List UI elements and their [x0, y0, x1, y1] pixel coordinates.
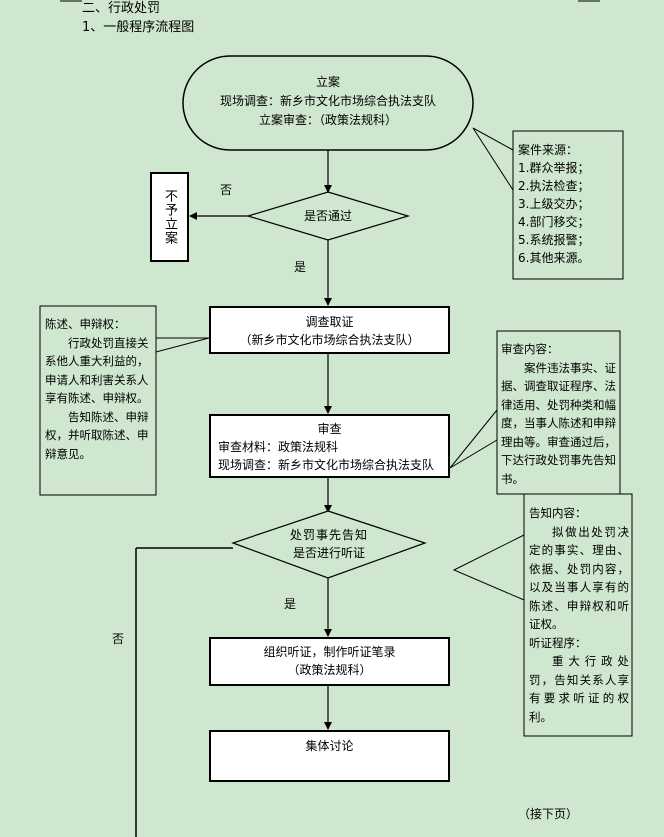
notice-title-2: 听证程序：: [529, 635, 587, 650]
defense-note-shape: [39, 305, 157, 496]
sources-item-2: 2.执法检查；: [518, 179, 590, 193]
subsection-title: 1、一般程序流程图: [82, 20, 195, 35]
review-title: 审查: [317, 422, 342, 436]
sources-item-5: 5.系统报警；: [518, 233, 590, 247]
hearing-node: 组织听证，制作听证笔录 （政策法规科）: [209, 637, 450, 686]
notice-para-2: 重大行政处罚，告知关系人享有要求听证的权利。: [529, 654, 629, 724]
continued-label: （接下页）: [518, 807, 579, 821]
notice-para-1: 拟做出处罚决定的事实、理由、依据、处罚内容，以及当事人享有的陈述、申辩权和听证权…: [529, 524, 629, 632]
defense-note-title: 陈述、申辩权：: [45, 317, 126, 331]
review-content-note-shape: [496, 330, 621, 495]
filing-line2: 立案审查：（政策法规科）: [258, 113, 397, 127]
label-yes-1: 是: [294, 260, 307, 274]
review-content-title: 审查内容：: [501, 342, 559, 356]
label-yes-2: 是: [284, 597, 297, 611]
review-line2: 现场调查：新乡市文化市场综合执法支队: [218, 458, 435, 472]
filing-title: 立案: [315, 75, 340, 89]
review-callout-pointer: [449, 408, 498, 469]
sources-item-6: 6.其他来源。: [518, 251, 590, 265]
sources-note-title: 案件来源：: [518, 143, 579, 157]
notice-note-shape: [523, 493, 633, 737]
no-filing-label: 不予立案: [162, 189, 177, 245]
section-title: 二、行政处罚: [82, 1, 161, 16]
defense-note-para2: 告知陈述、申辩权，并听取陈述、申辩意见。: [45, 409, 149, 461]
sources-item-3: 3.上级交办；: [518, 197, 590, 211]
defense-note: 陈述、申辩权： 行政处罚直接关系他人重大利益的，申请人和利害关系人享有陈述、申辩…: [45, 315, 153, 463]
discussion-label: 集体讨论: [305, 739, 354, 753]
notice-title-1: 告知内容：: [529, 506, 587, 520]
notice-note: 告知内容： 拟做出处罚决定的事实、理由、依据、处罚内容，以及当事人享有的陈述、申…: [529, 504, 629, 726]
discussion-node: 集体讨论: [209, 730, 450, 782]
review-content-note: 审查内容： 案件违法事实、证据、调查取证程序、法律适用、处罚种类和幅度，当事人陈…: [501, 340, 618, 488]
review-line1: 审查材料：政策法规科: [218, 440, 339, 454]
sources-callout-pointer: [472, 127, 514, 192]
sources-item-4: 4.部门移交；: [518, 215, 590, 229]
hearing-decision-line2: 是否进行听证: [292, 546, 365, 560]
label-no-1: 否: [220, 183, 233, 197]
review-node: 审查 审查材料：政策法规科 现场调查：新乡市文化市场综合执法支队: [209, 414, 450, 478]
label-no-2: 否: [112, 632, 125, 646]
sources-item-1: 1.群众举报；: [518, 161, 590, 175]
notice-callout-pointer: [452, 534, 525, 601]
investigation-title: 调查取证: [305, 315, 354, 329]
no-filing-node: 不予立案: [150, 172, 189, 262]
defense-callout-pointer: [155, 337, 210, 353]
hearing-line2: （政策法规科）: [287, 663, 372, 677]
filing-line1: 现场调查：新乡市文化市场综合执法支队: [219, 94, 436, 108]
investigation-line1: （新乡市文化市场综合执法支队）: [239, 333, 420, 347]
pass-decision-label: 是否通过: [303, 209, 352, 223]
defense-note-para1: 行政处罚直接关系他人重大利益的，申请人和利害关系人享有陈述、申辩权。: [45, 335, 149, 406]
hearing-decision-line1: 处罚事先告知: [289, 528, 368, 542]
sources-note-shape: [512, 130, 624, 280]
investigation-node: 调查取证 （新乡市文化市场综合执法支队）: [209, 306, 450, 354]
hearing-line1: 组织听证，制作听证笔录: [263, 645, 396, 659]
review-content-para1: 案件违法事实、证据、调查取证程序、法律适用、处罚种类和幅度，当事人陈述和申辩理由…: [501, 360, 616, 486]
sources-note: 案件来源： 1.群众举报； 2.执法检查； 3.上级交办； 4.部门移交； 5.…: [518, 141, 622, 267]
